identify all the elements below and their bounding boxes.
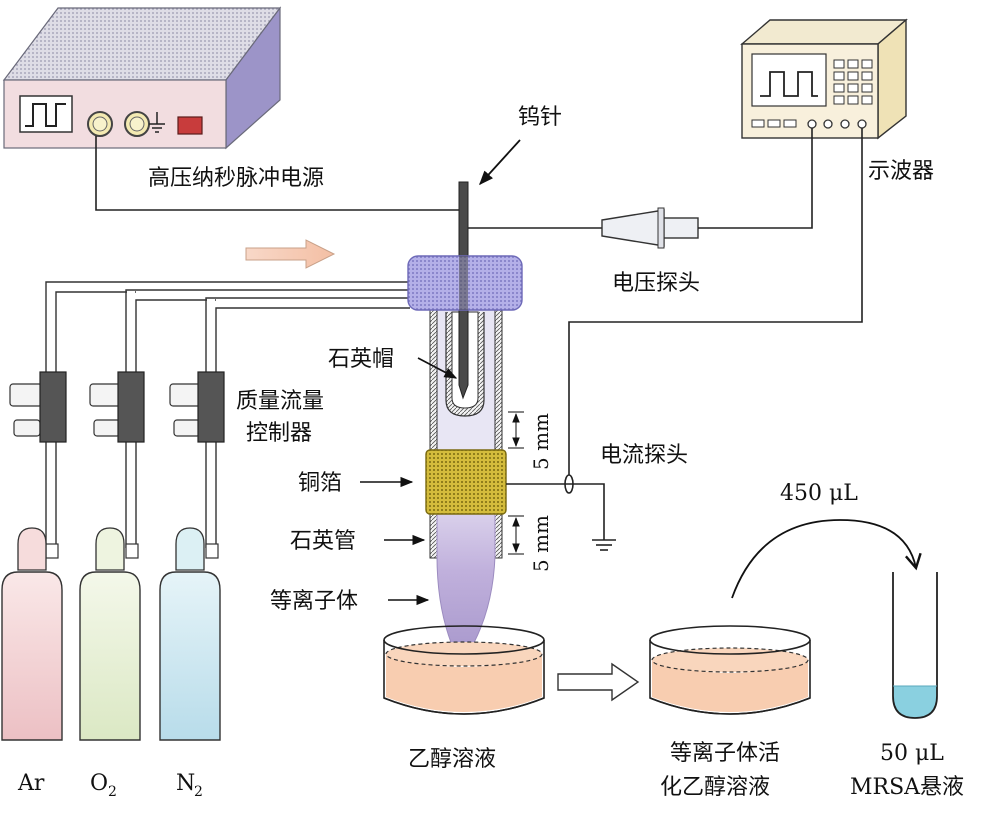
screen-waveform-icon	[760, 71, 818, 97]
power-supply	[2, 6, 282, 150]
gap-lower-dimension	[508, 515, 524, 555]
quartz-tube-label: 石英管	[290, 529, 356, 554]
svg-text:N: N	[176, 771, 195, 796]
transfer-volume-label: 450 μL	[780, 481, 858, 506]
mfc-label-line2: 控制器	[246, 421, 312, 446]
mfc-o2	[89, 371, 145, 443]
oscilloscope	[740, 18, 908, 140]
mrsa-volume-label: 50 μL	[880, 741, 944, 766]
mrsa-tube	[892, 572, 938, 719]
mfc-ar	[9, 371, 67, 443]
ar-cylinder	[1, 527, 63, 741]
activated-label-line1: 等离子体活	[670, 741, 780, 766]
tungsten-needle-pointer	[479, 139, 521, 186]
current-probe-cable	[568, 128, 863, 475]
svg-text:2: 2	[194, 784, 203, 800]
ground-symbol-icon	[592, 539, 616, 551]
probe-connectors-icon	[807, 119, 867, 129]
power-indicator-icon	[177, 116, 203, 135]
tungsten-needle-rod	[458, 181, 469, 263]
gap-lower-label: 5 mm	[529, 515, 553, 572]
pulse-waveform-icon	[25, 103, 66, 127]
quartz-cap-pointer	[417, 357, 458, 379]
current-probe-label: 电流探头	[600, 443, 688, 468]
mfc-label-line1: 质量流量	[236, 389, 324, 414]
gas-flow-arrow-icon	[245, 239, 336, 269]
ground-symbol-icon	[149, 112, 165, 133]
mfc-n2	[169, 371, 225, 443]
copper-foil	[425, 449, 507, 515]
pipette-transfer-arrow	[731, 519, 922, 599]
gas-supply-lines	[45, 281, 410, 548]
activated-ethanol-dish	[649, 625, 811, 715]
plasma-label: 等离子体	[270, 589, 358, 614]
copper-foil-label: 铜箔	[298, 471, 342, 496]
gap-upper-label: 5 mm	[529, 413, 553, 470]
mrsa-label: MRSA悬液	[850, 775, 964, 800]
o2-cylinder	[79, 527, 141, 741]
oscilloscope-label: 示波器	[868, 159, 934, 184]
svg-text:2: 2	[108, 784, 117, 800]
n2-label: N 2	[176, 771, 203, 800]
keypad-icon	[833, 59, 873, 105]
gap-upper-dimension	[508, 411, 524, 449]
oscilloscope-screen-icon	[751, 53, 827, 107]
ar-label: Ar	[17, 771, 45, 796]
ethanol-label: 乙醇溶液	[408, 747, 496, 772]
activated-label-line2: 化乙醇溶液	[660, 775, 770, 800]
n2-cylinder	[159, 527, 221, 741]
ethanol-dish	[383, 625, 545, 715]
voltage-probe-icon	[601, 207, 699, 249]
hv-cable	[95, 136, 462, 211]
quartz-cap-label: 石英帽	[328, 347, 394, 372]
tungsten-needle-label: 钨针	[518, 105, 562, 130]
voltage-probe-cable	[698, 128, 813, 229]
function-buttons-icon	[751, 119, 797, 128]
svg-text:O: O	[90, 771, 108, 796]
transfer-arrow-icon	[557, 662, 640, 702]
ground-lead	[506, 483, 605, 540]
power-supply-label: 高压纳秒脉冲电源	[148, 166, 324, 191]
o2-label: O 2	[90, 771, 117, 800]
voltage-probe-label: 电压探头	[612, 271, 700, 296]
